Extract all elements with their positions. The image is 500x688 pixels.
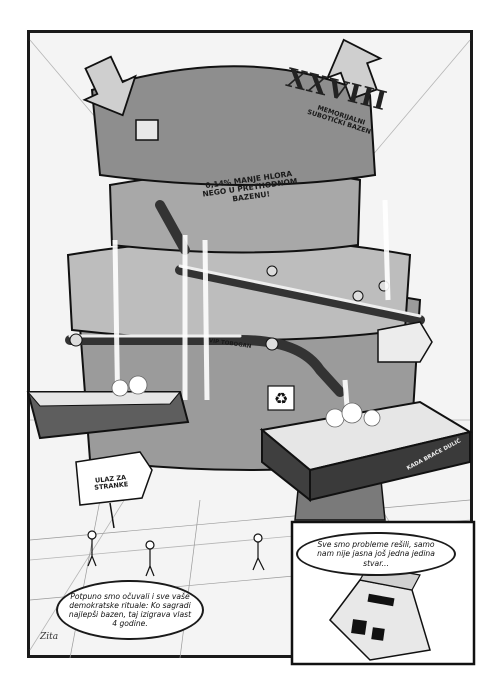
svg-text:♻: ♻ [274,389,288,408]
artist-signature: Zita [40,632,59,642]
speech-left-text: Potpuno smo očuvali i sve vaše demokrats… [68,591,192,629]
speech-right-text: Sve smo probleme rešili, samo nam nije j… [317,540,435,568]
speech-bubble-left: Potpuno smo očuvali i sve vaše demokrats… [56,580,204,640]
speech-bubble-right: Sve smo probleme rešili, samo nam nije j… [296,532,456,576]
